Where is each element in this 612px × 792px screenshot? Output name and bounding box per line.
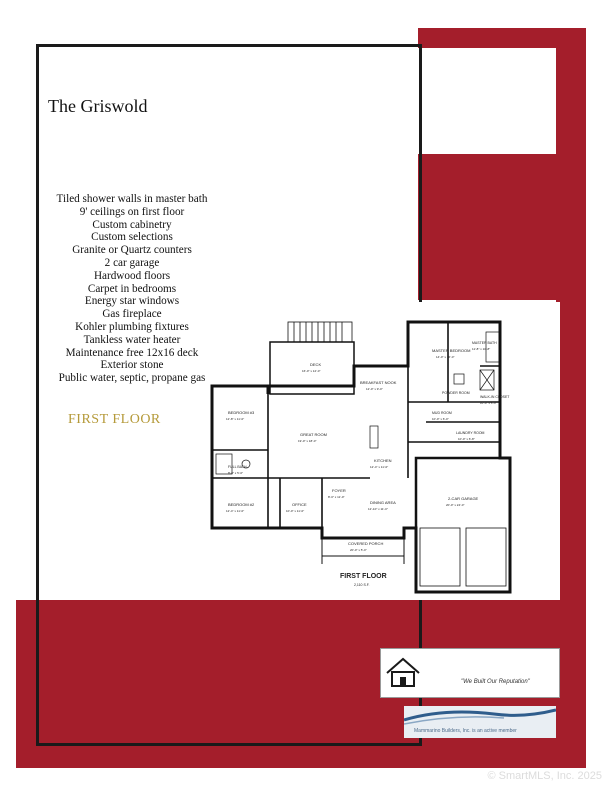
plan-heading: FIRST FLOOR	[340, 573, 387, 580]
room-dim: 20'-0" x 5'-0"	[350, 548, 367, 552]
room-label: BREAKFAST NOOK	[360, 380, 397, 385]
feature-item: Gas fireplace	[102, 308, 162, 321]
room-label: MASTER BATH	[472, 341, 497, 345]
room-label: GREAT ROOM	[300, 432, 327, 437]
room-label: DINING AREA	[370, 500, 396, 505]
porch-outline	[321, 537, 405, 557]
room-dim: 8'-0" x 11'-0"	[328, 495, 345, 499]
feature-item: Custom cabinetry	[92, 218, 172, 231]
floor-plan: DECK 16'-0" x 12'-0" BREAKFAST NOOK 12'-…	[210, 302, 560, 600]
feature-item: Custom selections	[91, 231, 173, 244]
feature-item: 2 car garage	[104, 256, 160, 269]
room-label: MASTER BEDROOM	[432, 348, 470, 353]
feature-item: Granite or Quartz counters	[72, 244, 192, 257]
room-dim: 10'-0" x 6'-0"	[432, 417, 449, 421]
garage-door	[465, 527, 507, 587]
room-dim: 14'-0" x 16'-0"	[436, 355, 454, 359]
garage-outline	[414, 456, 512, 594]
white-cutout	[418, 48, 556, 54]
logo-tagline: "We Built Our Reputation"	[461, 679, 530, 685]
feature-item: Kohler plumbing fixtures	[75, 320, 189, 333]
feature-item: 9' ceilings on first floor	[79, 205, 185, 218]
room-dim: 12'-8" x 11'-0"	[226, 417, 244, 421]
room-dim: 16'-0" x 12'-0"	[302, 369, 320, 373]
room-dim: 12'-4" x 11'-0"	[370, 465, 388, 469]
feature-item: Hardwood floors	[93, 269, 171, 282]
floor-label: FIRST FLOOR	[68, 412, 161, 427]
room-dim: 10'-0" x 11'-0"	[286, 509, 304, 513]
room-dim: 8'-0" x 5'-0"	[228, 471, 243, 475]
room-label: KITCHEN	[374, 458, 392, 463]
room-label: OFFICE	[292, 502, 307, 507]
room-dim: 20'-0" x 24'-0"	[446, 503, 464, 507]
feature-item: Exterior stone	[100, 359, 164, 372]
page-title: The Griswold	[48, 96, 148, 116]
room-label: FULL BATH	[228, 465, 247, 469]
feature-item: Tankless water heater	[83, 333, 181, 346]
badge-swoosh-icon	[404, 708, 556, 725]
feature-item: Maintenance free 12x16 deck	[65, 346, 199, 359]
room-label: BEDROOM #2	[228, 502, 255, 507]
room-label: LAUNDRY ROOM	[456, 431, 485, 435]
room-label: BEDROOM #3	[228, 410, 255, 415]
plan-area: 2,110 S.F.	[354, 583, 370, 587]
builder-logo: "We Built Our Reputation"	[380, 648, 560, 698]
room-label: COVERED PORCH	[348, 541, 383, 546]
garage-door	[419, 527, 461, 587]
feature-item: Public water, septic, propane gas	[58, 372, 206, 385]
watermark: © SmartMLS, Inc. 2025	[487, 770, 603, 782]
room-dim: 12'-4" x 11'-0"	[226, 509, 244, 513]
room-dim: 12'-10" x 11'-0"	[368, 507, 388, 511]
feature-item: Energy star windows	[84, 295, 180, 308]
room-label: MUD ROOM	[432, 411, 452, 415]
feature-list: Tiled shower walls in master bath 9' cei…	[26, 193, 238, 385]
room-dim: 12'-0" x 9'-0"	[366, 387, 383, 391]
deck-stairs	[287, 321, 353, 343]
room-label: FOYER	[332, 488, 346, 493]
white-cutout	[418, 54, 558, 154]
room-label: DECK	[310, 362, 321, 367]
floor-plan-drawing: DECK 16'-0" x 12'-0" BREAKFAST NOOK 12'-…	[210, 320, 512, 594]
room-label: 2-CAR GARAGE	[448, 496, 479, 501]
room-dim: 10'-0" x 6'-0"	[480, 401, 497, 405]
room-label: POWDER ROOM	[442, 391, 470, 395]
feature-item: Carpet in bedrooms	[87, 282, 177, 295]
room-dim: 19'-0" x 18'-0"	[298, 439, 316, 443]
badge-text: Mammarino Builders, Inc. is an active me…	[414, 728, 517, 734]
room-dim: 10'-0" x 6'-8"	[458, 437, 475, 441]
feature-item: Tiled shower walls in master bath	[56, 193, 208, 205]
house-icon	[386, 657, 420, 687]
room-dim: 11'-8" x 10'-8"	[472, 347, 490, 351]
membership-badge: Mammarino Builders, Inc. is an active me…	[404, 706, 556, 738]
room-label: WALK-IN CLOSET	[480, 395, 510, 399]
